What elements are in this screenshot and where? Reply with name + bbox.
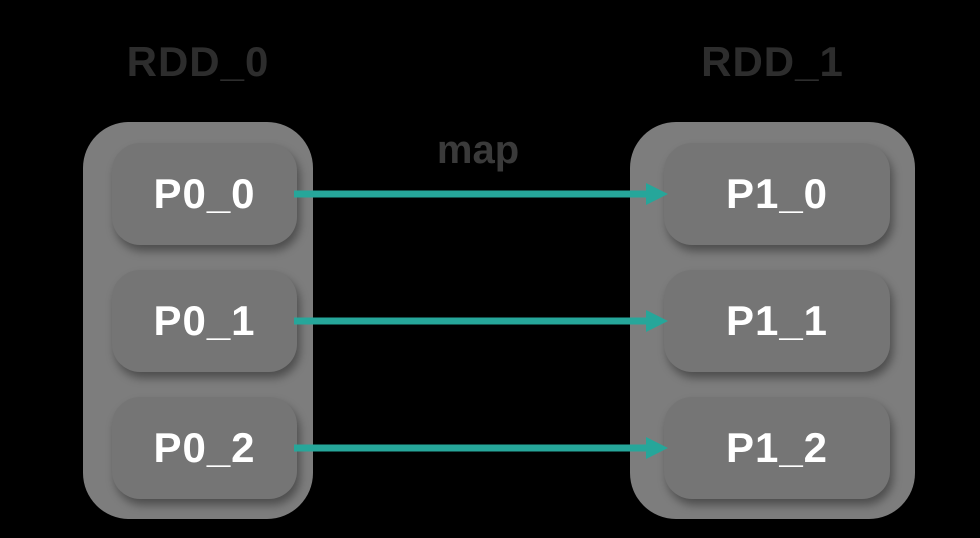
map-arrow-P0_1-to-P1_1 [294,310,668,332]
rdd0-title: RDD_0 [126,38,270,85]
partition-box-p1-1: P1_1 [664,270,890,372]
rdd1-title: RDD_1 [701,38,844,85]
rdd1-container: P1_0 P1_1 P1_2 [630,122,915,519]
partition-box-p0-1: P0_1 [112,270,297,372]
partition-box-p0-0: P0_0 [112,143,297,245]
map-arrow-P0_2-to-P1_2 [294,437,668,459]
partition-box-p1-2: P1_2 [664,397,890,499]
map-arrow-P0_0-to-P1_0 [294,183,668,205]
map-edge-label: map [436,128,520,172]
rdd0-container: P0_0 P0_1 P0_2 [83,122,313,519]
partition-box-p0-2: P0_2 [112,397,297,499]
partition-box-p1-0: P1_0 [664,143,890,245]
